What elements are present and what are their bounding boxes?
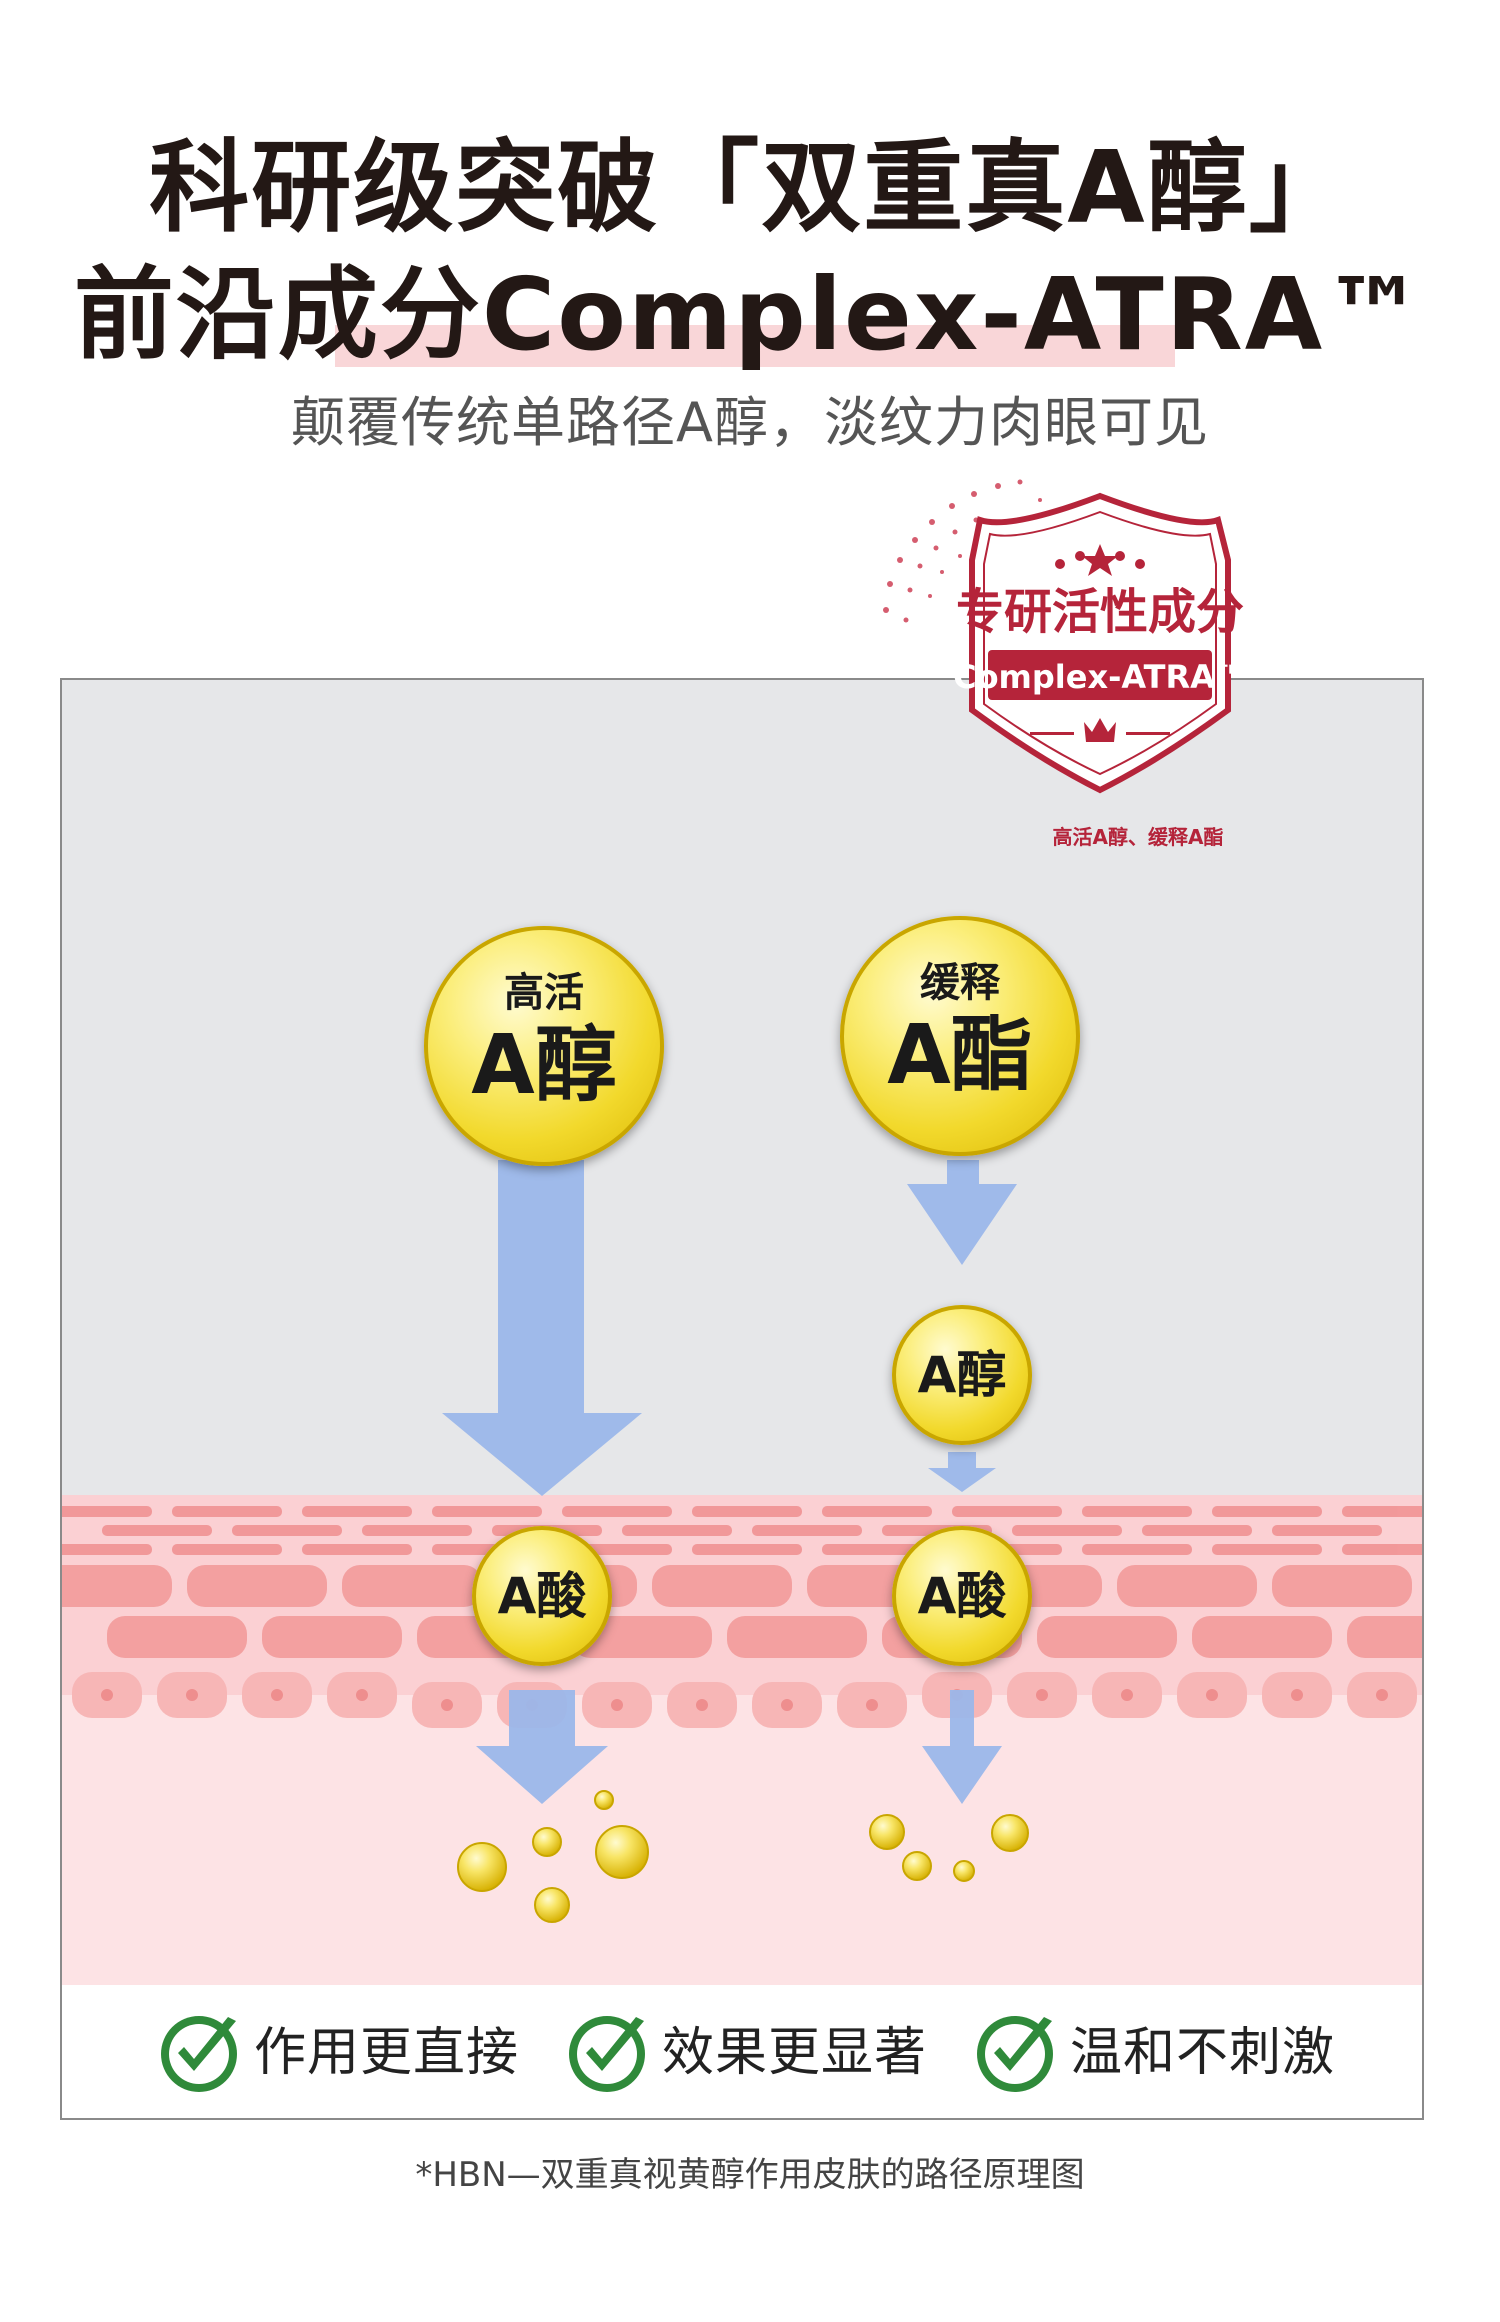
droplet [594,1790,614,1810]
page-title-line1: 科研级突破「双重真A醇」 [149,129,1351,246]
droplet [991,1814,1029,1852]
droplet [534,1887,570,1923]
basal-cells [72,1672,1417,1728]
check-icon [977,2016,1053,2092]
feature-label: 效果更显著 [662,2023,928,2083]
badge-note: 高活A醇、缓释A酯 [1053,825,1224,849]
feature-row: 作用更直接 效果更显著 温和不刺激 [62,1985,1422,2118]
droplet [532,1827,562,1857]
right-top-arrow [907,1160,1017,1265]
pathway-diagram [62,1160,1422,1985]
badge-ribbon-text: Complex-ATRA™ [953,658,1247,696]
crown-icon [1030,718,1170,742]
badge-ribbon [988,650,1212,700]
retinoic-acid-orb-right: A酸 [892,1526,1032,1666]
active-retinol-orb: 高活 A醇 [424,926,664,1166]
check-icon [161,2016,237,2092]
title-highlight [335,325,1175,367]
droplet [869,1814,905,1850]
left-long-arrow [442,1160,642,1496]
orb-small-label: 缓释 [920,960,1000,1006]
orb-small-label: 高活 [504,970,584,1016]
feature-label: 温和不刺激 [1070,2023,1336,2083]
pathway-diagram-panel: 高活 A醇 缓释 A酯 A醇 A酸 A酸 作用更直接 效果更显著 [60,678,1424,2120]
badge-title: 专研活性成分 [956,584,1244,640]
retinyl-ester-orb: 缓释 A酯 [840,916,1080,1156]
left-bottom-arrow [476,1690,608,1804]
converted-retinol-orb: A醇 [892,1305,1032,1445]
droplet [902,1851,932,1881]
page-subtitle: 颠覆传统单路径A醇，淡纹力肉眼可见 [291,391,1209,454]
dot-burst-decoration [883,479,1042,623]
check-icon [569,2016,645,2092]
page-title-line2: 前沿成分Complex-ATRA™ [73,256,1427,373]
star-icon [1082,544,1118,576]
ingredient-badge: 专研活性成分 Complex-ATRA™ 高活A醇、缓释A酯 [883,479,1247,849]
feature-label: 作用更直接 [254,2023,520,2083]
diagram-caption: *HBN—双重真视黄醇作用皮肤的路径原理图 [415,2155,1085,2195]
orb-big-label: A酯 [887,1008,1033,1103]
badge-shield [969,492,1231,794]
orb-big-label: A醇 [471,1018,617,1113]
right-bottom-arrow [922,1690,1002,1804]
droplet [457,1842,507,1892]
droplet [953,1860,975,1882]
droplet [595,1825,649,1879]
right-small-arrow [928,1452,996,1492]
retinoic-acid-orb-left: A酸 [472,1526,612,1666]
